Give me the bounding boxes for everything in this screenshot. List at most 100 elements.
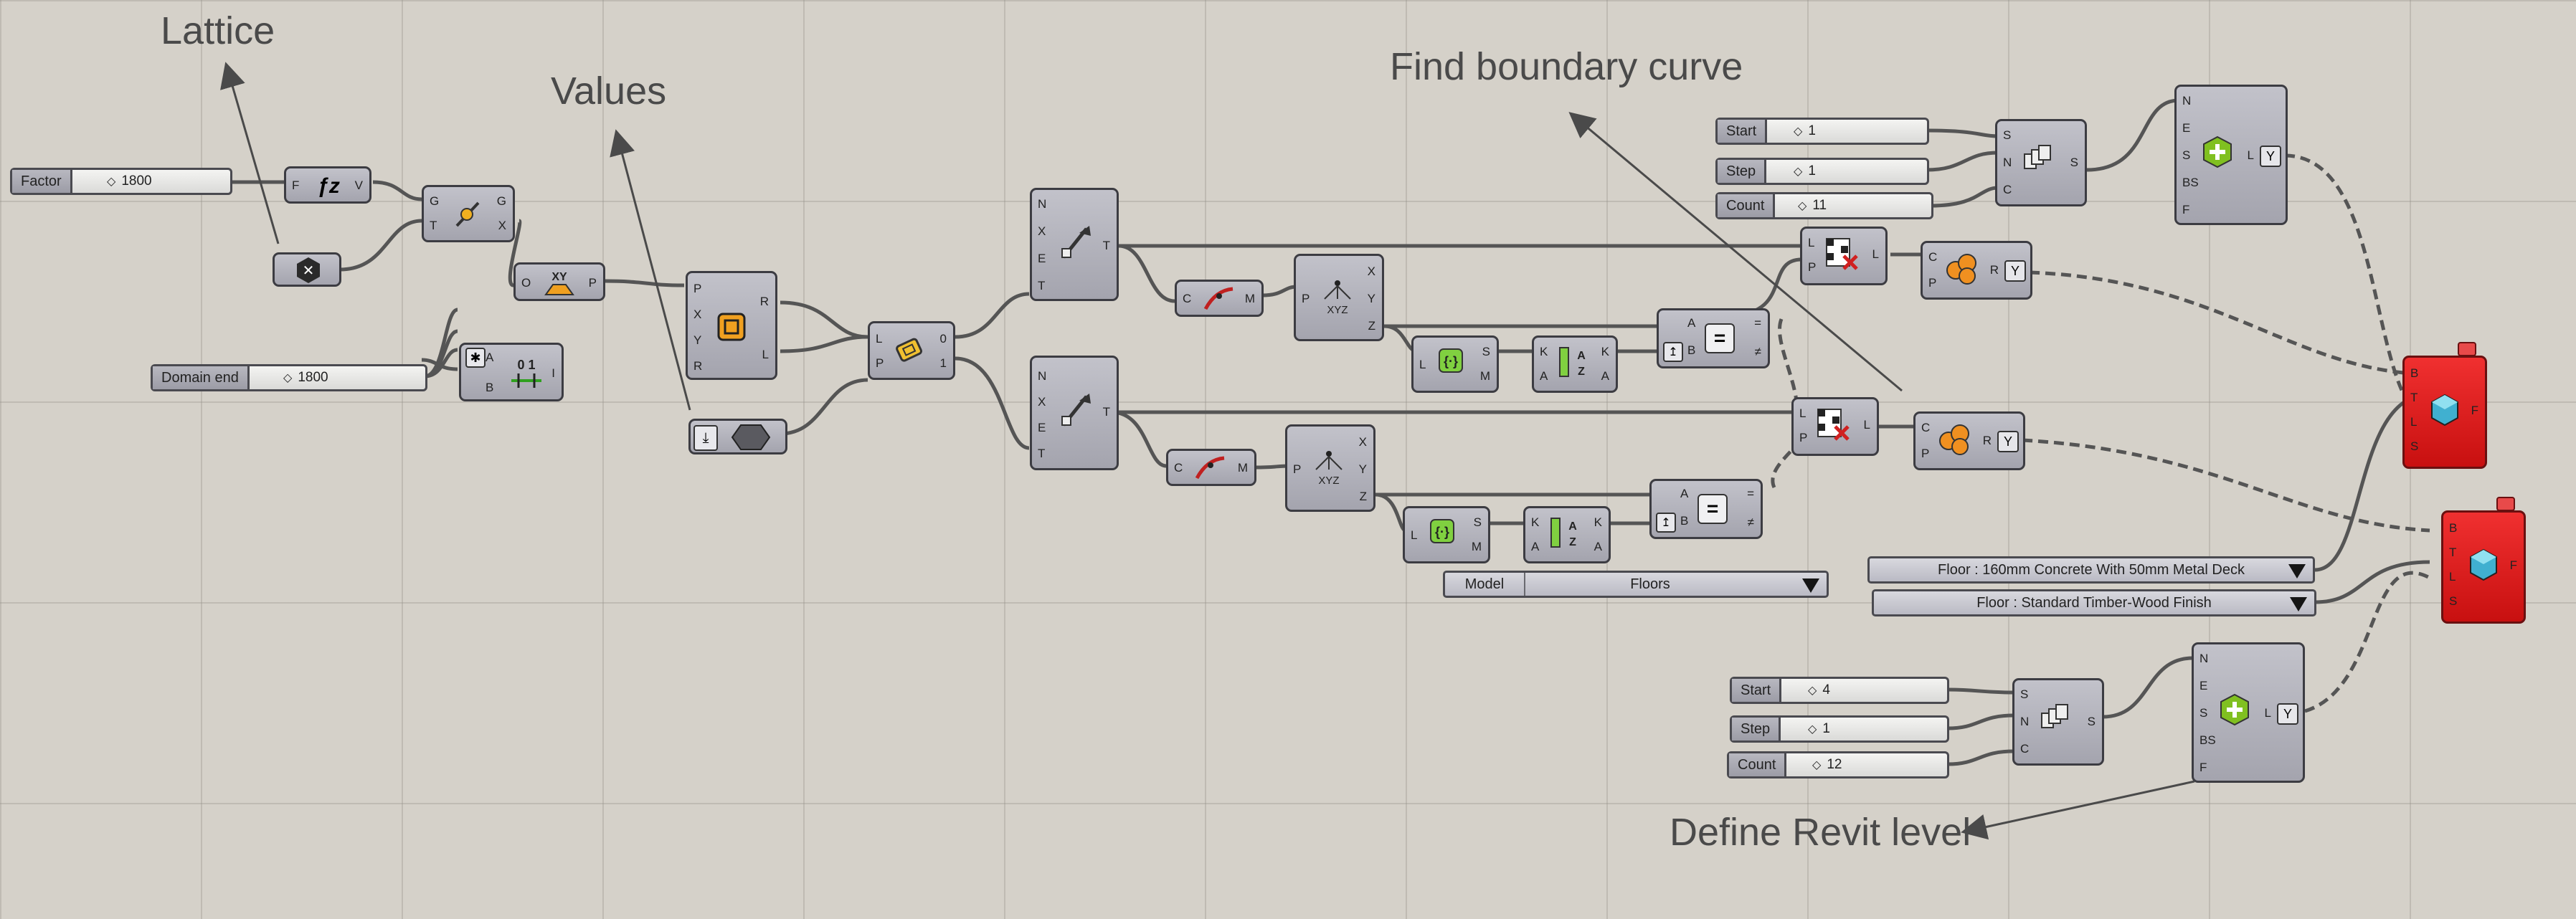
output-port[interactable]: Z <box>1368 319 1375 333</box>
output-port[interactable]: V <box>354 178 363 192</box>
output-port[interactable]: L <box>762 348 769 361</box>
output-port[interactable]: Y <box>1367 292 1375 305</box>
input-port[interactable]: F <box>2182 203 2190 216</box>
component-lattice[interactable]: ✕ <box>273 252 341 287</box>
slider-domain-end[interactable]: Domain end 1800 <box>151 364 427 391</box>
output-port[interactable]: I <box>551 366 555 380</box>
output-port[interactable]: = <box>1747 487 1754 500</box>
input-port[interactable]: L <box>2449 570 2456 584</box>
preview-tab[interactable] <box>2458 342 2476 356</box>
slider-step-bottom[interactable]: Step 1 <box>1730 715 1949 743</box>
output-port[interactable]: M <box>1244 292 1255 305</box>
output-port[interactable]: L <box>1863 418 1870 432</box>
component-fz[interactable]: F ƒz V <box>284 166 371 204</box>
input-port[interactable]: T <box>2449 546 2457 559</box>
input-port[interactable]: C <box>1183 292 1192 305</box>
output-port[interactable]: F <box>2509 558 2517 572</box>
component-equality-2[interactable]: A B ↥ = = ≠ <box>1649 479 1763 539</box>
input-port[interactable]: C <box>1174 461 1183 475</box>
input-port[interactable]: Y <box>693 333 702 347</box>
output-port[interactable]: Y <box>1358 462 1367 476</box>
component-graft[interactable]: G T G X <box>422 185 515 242</box>
component-add-level-2[interactable]: N E S BS F L Y <box>2192 642 2305 783</box>
output-port[interactable]: K <box>1601 345 1609 358</box>
input-port[interactable]: N <box>2182 94 2192 108</box>
output-port[interactable]: R <box>1982 434 1992 447</box>
input-port[interactable]: B <box>2449 521 2458 535</box>
input-port[interactable]: R <box>693 359 703 373</box>
input-port[interactable]: P <box>1799 431 1808 444</box>
value-list-model[interactable]: Model Floors <box>1443 571 1829 598</box>
input-port[interactable]: P <box>1921 447 1930 460</box>
value-list-floor-type-1[interactable]: Floor : 160mm Concrete With 50mm Metal D… <box>1867 556 2315 584</box>
output-port[interactable]: L <box>2247 148 2254 162</box>
output-port[interactable]: ≠ <box>1747 515 1754 529</box>
output-port[interactable]: X <box>498 219 506 232</box>
output-port[interactable]: G <box>496 194 506 208</box>
output-port[interactable]: ≠ <box>1754 345 1761 358</box>
component-curve-middle-2[interactable]: C M <box>1166 449 1256 486</box>
input-port[interactable]: K <box>1531 515 1540 529</box>
input-port[interactable]: T <box>430 219 437 232</box>
input-port[interactable]: N <box>2199 652 2209 665</box>
input-port[interactable]: E <box>2182 121 2191 135</box>
output-port[interactable]: S <box>1473 515 1482 529</box>
preview-tab[interactable] <box>2496 497 2515 511</box>
input-port[interactable]: T <box>2410 391 2418 404</box>
output-port[interactable]: R <box>759 295 769 308</box>
slider-factor[interactable]: Factor 1800 <box>10 168 232 195</box>
component-curve-middle-1[interactable]: C M <box>1175 280 1264 317</box>
output-port[interactable]: X <box>1358 435 1367 449</box>
input-port[interactable]: L <box>1799 406 1806 420</box>
input-port[interactable]: S <box>2182 148 2191 162</box>
input-port[interactable]: A <box>1540 369 1548 383</box>
input-port[interactable]: P <box>1928 276 1937 290</box>
output-port[interactable]: K <box>1594 515 1602 529</box>
component-cull-pattern-2[interactable]: L P L <box>1791 397 1879 456</box>
input-port[interactable]: X <box>1038 395 1046 409</box>
input-port[interactable]: E <box>2199 679 2208 692</box>
output-port[interactable]: M <box>1479 369 1490 383</box>
input-port[interactable]: B <box>1680 514 1689 528</box>
input-port[interactable]: L <box>1419 358 1426 371</box>
input-port[interactable]: K <box>1540 345 1548 358</box>
output-port[interactable]: 0 <box>939 332 947 346</box>
component-values[interactable]: ⤓ <box>688 419 787 454</box>
dropdown-arrow-icon[interactable] <box>2290 597 2307 611</box>
input-port[interactable]: X <box>1038 224 1046 238</box>
input-port[interactable]: L <box>2410 415 2418 429</box>
component-cull-pattern-1[interactable]: L P L <box>1800 227 1888 285</box>
output-port[interactable]: 1 <box>939 356 947 370</box>
input-port[interactable]: G <box>430 194 440 208</box>
output-port[interactable]: = <box>1754 316 1761 330</box>
input-port[interactable]: F <box>2199 761 2207 774</box>
input-port[interactable]: N <box>2003 156 2012 169</box>
component-construct-domain[interactable]: ✱ A B 0 1 I <box>459 343 564 401</box>
dropdown-arrow-icon[interactable] <box>1802 578 1819 593</box>
component-deconstruct-point-2[interactable]: P XYZ X Y Z <box>1285 424 1375 512</box>
input-port[interactable]: N <box>1038 369 1047 383</box>
component-region-union-2[interactable]: C P R Y <box>1913 411 2025 470</box>
output-port[interactable]: Z <box>1359 490 1367 503</box>
input-port[interactable]: BS <box>2199 733 2216 747</box>
output-port[interactable]: P <box>588 276 597 290</box>
slider-count-top[interactable]: Count 11 <box>1715 192 1933 219</box>
output-port[interactable]: A <box>1601 369 1609 383</box>
input-port[interactable]: S <box>2020 687 2029 701</box>
input-port[interactable]: BS <box>2182 176 2199 189</box>
value-list-floor-type-2[interactable]: Floor : Standard Timber-Wood Finish <box>1872 589 2316 616</box>
component-add-level-1[interactable]: N E S BS F L Y <box>2174 85 2288 225</box>
component-equality-1[interactable]: A B ↥ = = ≠ <box>1657 308 1770 368</box>
output-port[interactable]: L <box>1872 247 1879 261</box>
input-port[interactable]: T <box>1038 279 1046 292</box>
output-port[interactable]: S <box>1482 345 1490 358</box>
component-deconstruct-point-1[interactable]: P XYZ X Y Z <box>1294 254 1384 341</box>
input-port[interactable]: C <box>1921 421 1931 434</box>
output-port[interactable]: M <box>1471 540 1482 553</box>
input-port[interactable]: P <box>1302 292 1310 305</box>
component-region-union-1[interactable]: C P R Y <box>1921 241 2032 300</box>
input-port[interactable]: P <box>1808 260 1817 274</box>
input-port[interactable]: S <box>2003 128 2012 142</box>
output-port[interactable]: M <box>1237 461 1248 475</box>
